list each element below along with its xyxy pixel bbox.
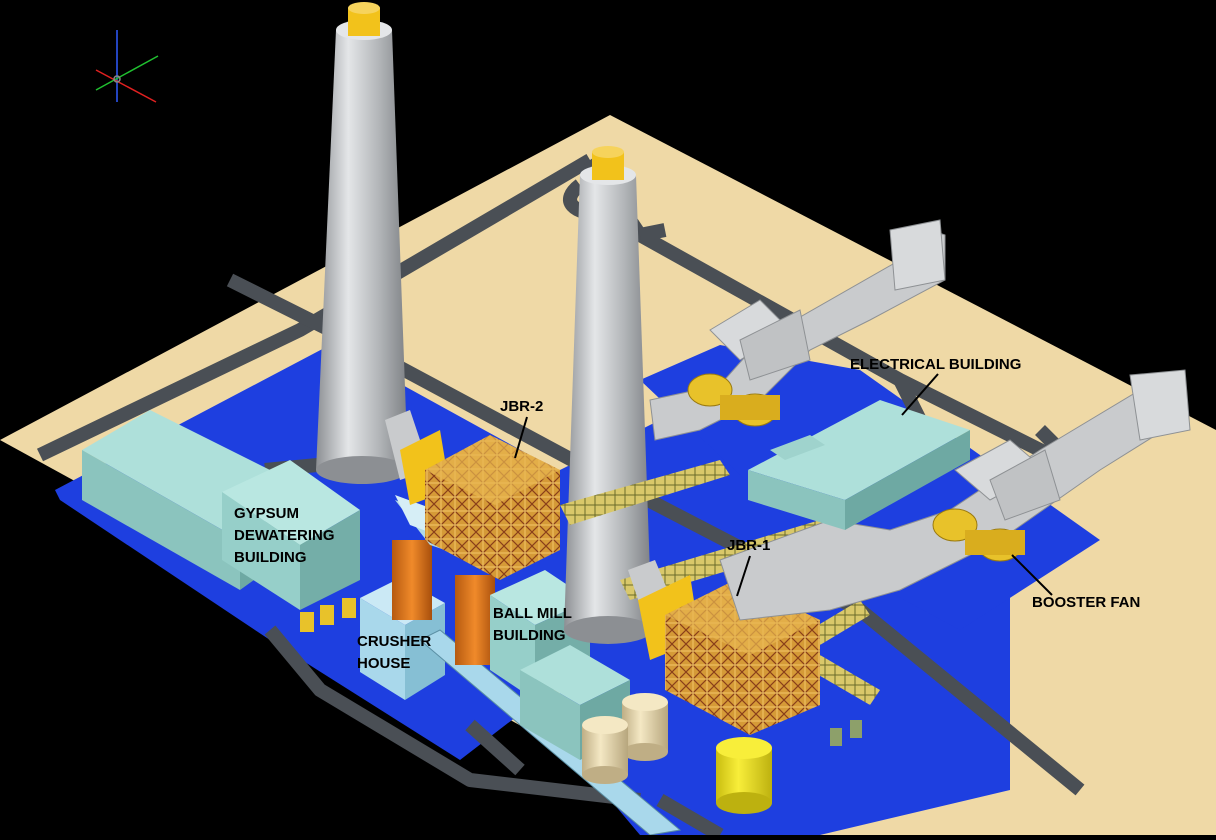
label-booster-fan: BOOSTER FAN — [1032, 594, 1141, 611]
label-gypsum-line-3: BUILDING — [234, 549, 307, 566]
tanks — [300, 598, 862, 814]
label-gypsum-line-1: GYPSUM — [234, 505, 300, 522]
label-jbr-1: JBR-1 — [727, 537, 771, 554]
booster-fans-lower — [932, 508, 1025, 562]
jbr-2-absorber — [385, 410, 560, 580]
label-ball-mill-line-2: BUILDING — [493, 627, 566, 644]
label-ball-mill-line-1: BALL MILL — [493, 605, 572, 622]
xyz-axis-icon — [95, 30, 159, 103]
gypsum-building — [82, 410, 360, 610]
chimney-1 — [316, 2, 408, 484]
label-crusher-line-1: CRUSHER — [357, 633, 432, 650]
label-crusher-house: CRUSHER HOUSE — [357, 631, 431, 675]
label-ball-mill-building: BALL MILL BUILDING — [493, 603, 572, 647]
label-jbr-2: JBR-2 — [500, 398, 544, 415]
label-gypsum-line-2: DEWATERING — [234, 527, 335, 544]
ducts-lower — [719, 369, 1191, 621]
label-gypsum-dewatering-building: GYPSUM DEWATERING BUILDING — [234, 503, 335, 569]
booster-fans-upper — [687, 373, 780, 427]
leader-lines — [514, 373, 1053, 597]
electrical-building — [748, 400, 970, 530]
label-electrical-building: ELECTRICAL BUILDING — [850, 356, 1022, 373]
label-crusher-line-2: HOUSE — [357, 655, 411, 672]
